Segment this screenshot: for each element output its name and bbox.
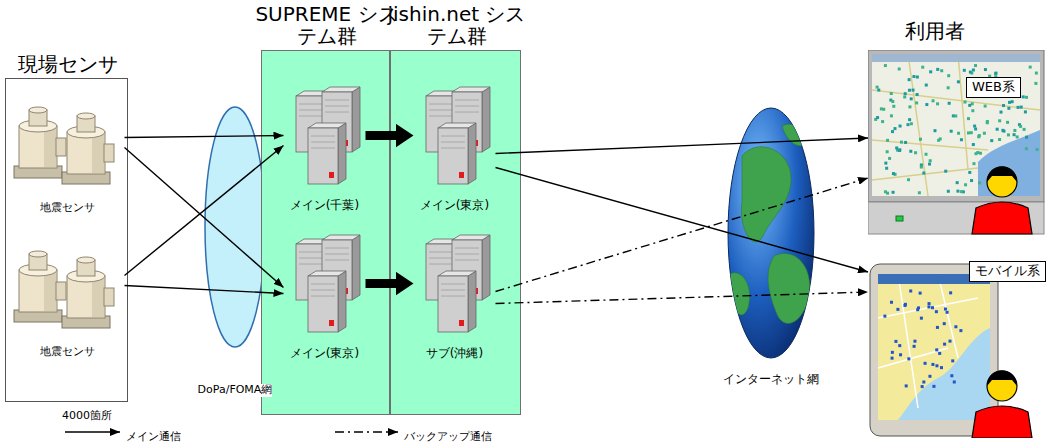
- user-figure: [972, 370, 1032, 438]
- server-rack: [296, 235, 360, 332]
- server: メイン(東京): [284, 232, 366, 362]
- server-illustration: [414, 84, 496, 188]
- main-connector: [496, 138, 869, 154]
- sensor-device: [62, 257, 114, 328]
- system-group-panel: SUPREME システム群メイン(千葉)メイン(東京): [261, 50, 390, 415]
- sensor-device: [14, 251, 66, 322]
- internet-globe: インターネット網: [712, 106, 830, 396]
- server: メイン(千葉): [284, 84, 366, 214]
- seismic-sensor-illustration: [10, 84, 125, 190]
- node-label: DoPa/FOMA網: [198, 384, 273, 397]
- user-figure: [972, 166, 1032, 234]
- main-connector: [125, 146, 284, 276]
- node-label: メイン(東京): [290, 347, 359, 361]
- seismic-sensor-illustration: [10, 228, 125, 334]
- node-label: メイン(千葉): [290, 199, 359, 213]
- node-label: WEB系: [966, 77, 1021, 98]
- internet-globe-illustration: [712, 106, 830, 360]
- sensor-device: [62, 113, 114, 184]
- legend-solid-line: [65, 431, 120, 432]
- legend-label: バックアップ通信: [404, 431, 492, 442]
- server: メイン(東京): [414, 84, 496, 214]
- group-heading: 現場センサ: [18, 53, 118, 75]
- mobile-user-terminal: モバイル系: [868, 258, 1048, 438]
- main-connector: [125, 286, 284, 294]
- group-heading: jishin.net システム群: [381, 3, 532, 47]
- main-connector: [496, 168, 869, 273]
- web-user-terminal: WEB系: [868, 50, 1046, 236]
- node-label: モバイル系: [969, 261, 1046, 282]
- server: サブ(沖縄): [414, 232, 496, 362]
- node-label: 地震センサ: [40, 202, 95, 215]
- main-connector: [366, 279, 402, 288]
- backup-connector: [496, 178, 869, 292]
- server-illustration: [284, 84, 366, 188]
- legend-label: メイン通信: [126, 431, 181, 442]
- group-heading: 利用者: [905, 20, 965, 43]
- count-note: 4000箇所: [62, 410, 112, 423]
- node-label: 地震センサ: [40, 346, 95, 359]
- main-connector: [366, 131, 402, 140]
- main-connector: [125, 136, 284, 138]
- backup-connector: [496, 292, 869, 304]
- node-label: インターネット網: [723, 373, 819, 387]
- server-rack: [426, 87, 490, 184]
- node-label: メイン(東京): [420, 199, 489, 213]
- group-heading: SUPREME システム群: [252, 3, 401, 47]
- server-rack: [426, 235, 490, 332]
- legend-dashdot-line: [335, 431, 398, 432]
- sensor-device: [14, 107, 66, 178]
- server-rack: [296, 87, 360, 184]
- server-illustration: [414, 232, 496, 336]
- system-group-panel: jishin.net システム群メイン(東京)サブ(沖縄): [390, 50, 521, 415]
- node-label: サブ(沖縄): [426, 347, 483, 361]
- main-connector: [125, 148, 284, 288]
- server-illustration: [284, 232, 366, 336]
- seismic-sensor: 地震センサ: [10, 228, 125, 358]
- site-sensor-panel: 現場センサ地震センサ地震センサ: [5, 78, 128, 402]
- seismic-sensor: 地震センサ: [10, 84, 125, 214]
- mobile-phone-illustration: [868, 258, 1048, 438]
